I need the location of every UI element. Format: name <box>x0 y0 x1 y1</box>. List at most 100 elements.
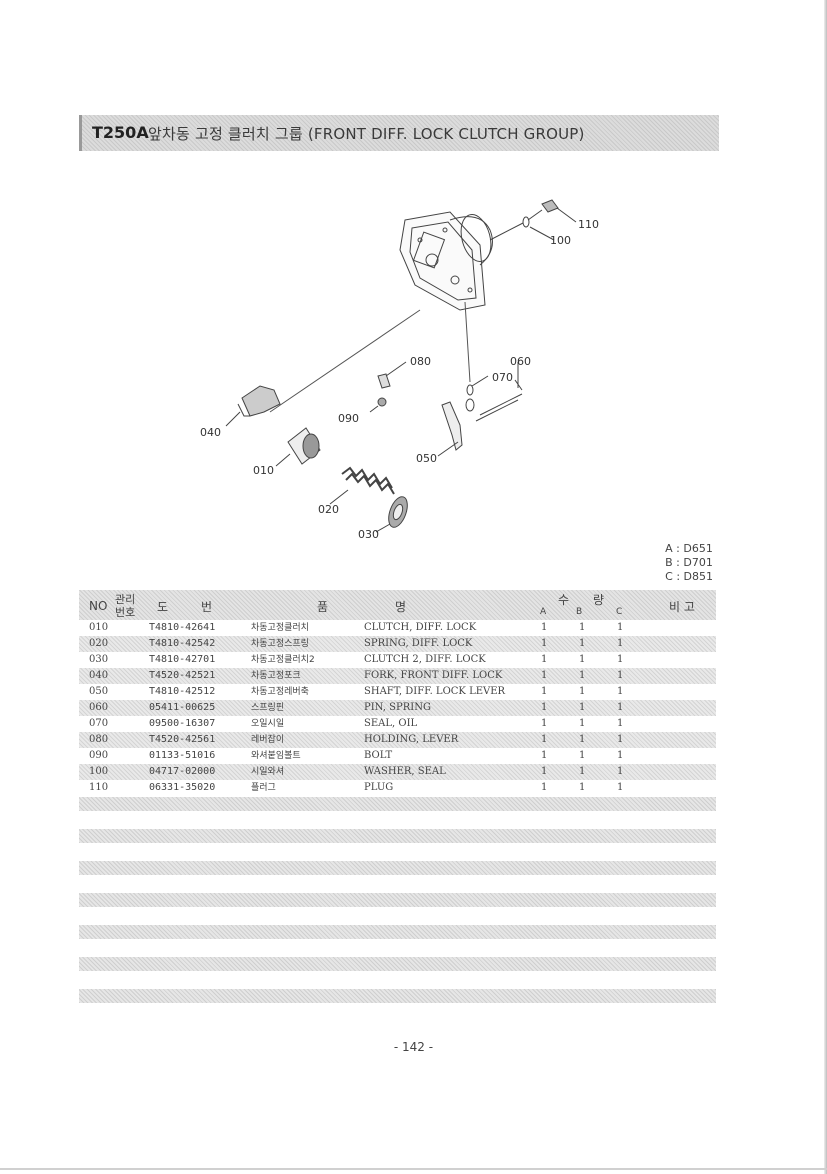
cell-korean-name: 차동고정레버축 <box>251 687 309 697</box>
cell-no: 110 <box>89 782 109 793</box>
clutch-drawing <box>275 427 321 467</box>
fork-drawing <box>225 385 281 427</box>
clutch2-drawing <box>375 496 408 533</box>
table-filler-row <box>79 925 716 939</box>
cell-qty-c: 1 <box>617 782 624 793</box>
cell-qty-b: 1 <box>579 766 586 777</box>
cell-qty-b: 1 <box>579 750 586 761</box>
cell-qty-b: 1 <box>579 718 586 729</box>
cell-english-name: CLUTCH 2, DIFF. LOCK <box>364 654 486 665</box>
label-100: 100 <box>550 234 571 247</box>
cell-korean-name: 와셔붙임볼트 <box>251 751 301 761</box>
cell-qty-c: 1 <box>617 734 624 745</box>
model-c: C : D851 <box>665 570 713 583</box>
cell-part-number: T4520-42561 <box>149 734 216 745</box>
cell-english-name: PIN, SPRING <box>364 702 431 713</box>
cell-qty-a: 1 <box>541 686 548 697</box>
cell-korean-name: 스프링핀 <box>251 703 285 713</box>
cell-korean-name: 레버잡이 <box>251 735 285 745</box>
cell-english-name: SHAFT, DIFF. LOCK LEVER <box>364 686 506 697</box>
col-qty-1: 수 <box>558 593 570 607</box>
table-filler-row <box>79 989 716 1003</box>
plug-and-washer-drawing <box>489 199 577 241</box>
cell-no: 040 <box>89 670 109 681</box>
assembly-lines <box>269 301 471 413</box>
spring-drawing <box>329 466 395 505</box>
cell-qty-a: 1 <box>541 654 548 665</box>
holding-lever-drawing <box>369 361 407 413</box>
model-a: A : D651 <box>665 542 713 555</box>
cell-qty-a: 1 <box>541 702 548 713</box>
table-header: NO 관리 번호 도 번 품 명 수 량 A B C 비 고 <box>79 590 716 620</box>
page-bottom-edge <box>0 1168 827 1170</box>
cell-qty-a: 1 <box>541 638 548 649</box>
cell-part-number: 04717-02000 <box>149 766 216 777</box>
cell-qty-b: 1 <box>579 622 586 633</box>
cell-qty-c: 1 <box>617 718 624 729</box>
housing-drawing <box>399 211 493 311</box>
cell-english-name: SEAL, OIL <box>364 718 418 729</box>
cell-part-number: 01133-51016 <box>149 750 216 761</box>
col-qty-c: C <box>616 607 623 617</box>
table-filler-row <box>79 829 716 843</box>
table-filler-row <box>79 861 716 875</box>
cell-korean-name: 차동고정스프링 <box>251 639 309 649</box>
label-040: 040 <box>200 426 221 439</box>
cell-qty-a: 1 <box>541 734 548 745</box>
label-020: 020 <box>318 503 339 516</box>
cell-qty-c: 1 <box>617 670 624 681</box>
model-legend: A : D651 B : D701 C : D851 <box>665 542 713 584</box>
col-qty-b: B <box>576 607 583 617</box>
col-ref-top: 관리 <box>115 593 136 606</box>
cell-korean-name: 차동고정클러치 <box>251 623 309 633</box>
cell-no: 060 <box>89 702 109 713</box>
label-080: 080 <box>410 355 431 368</box>
cell-qty-a: 1 <box>541 766 548 777</box>
cell-qty-a: 1 <box>541 622 548 633</box>
col-no: NO <box>89 599 108 613</box>
label-030: 030 <box>358 528 379 541</box>
cell-qty-b: 1 <box>579 670 586 681</box>
cell-qty-b: 1 <box>579 686 586 697</box>
col-qty-a: A <box>540 607 547 617</box>
title-bar: T250A 앞차동 고정 클러치 그룹 (FRONT DIFF. LOCK CL… <box>79 115 719 151</box>
cell-english-name: HOLDING, LEVER <box>364 734 459 745</box>
cell-part-number: T4810-42641 <box>149 622 216 633</box>
cell-english-name: CLUTCH, DIFF. LOCK <box>364 622 477 633</box>
cell-qty-b: 1 <box>579 734 586 745</box>
col-drawing-1: 도 <box>157 600 169 614</box>
cell-part-number: T4520-42521 <box>149 670 216 681</box>
table-filler-row <box>79 957 716 971</box>
cell-qty-c: 1 <box>617 638 624 649</box>
cell-part-number: T4810-42542 <box>149 638 216 649</box>
cell-korean-name: 플러그 <box>251 783 276 793</box>
cell-korean-name: 차동고정포크 <box>251 671 301 681</box>
cell-qty-b: 1 <box>579 654 586 665</box>
label-010: 010 <box>253 464 274 477</box>
cell-qty-c: 1 <box>617 654 624 665</box>
cell-qty-c: 1 <box>617 750 624 761</box>
cell-part-number: T4810-42512 <box>149 686 216 697</box>
cell-part-number: 09500-16307 <box>149 718 216 729</box>
lever-shaft-drawing <box>437 362 523 457</box>
cell-qty-a: 1 <box>541 782 548 793</box>
exploded-parts-diagram: 110 100 080 060 070 090 040 050 010 020 … <box>180 190 600 550</box>
cell-english-name: PLUG <box>364 782 394 793</box>
cell-korean-name: 시일와셔 <box>251 767 285 777</box>
label-090: 090 <box>338 412 359 425</box>
cell-english-name: BOLT <box>364 750 393 761</box>
cell-no: 030 <box>89 654 109 665</box>
cell-no: 070 <box>89 718 109 729</box>
cell-english-name: WASHER, SEAL <box>364 766 446 777</box>
cell-qty-a: 1 <box>541 750 548 761</box>
cell-qty-c: 1 <box>617 622 624 633</box>
cell-korean-name: 오일시일 <box>251 719 285 729</box>
